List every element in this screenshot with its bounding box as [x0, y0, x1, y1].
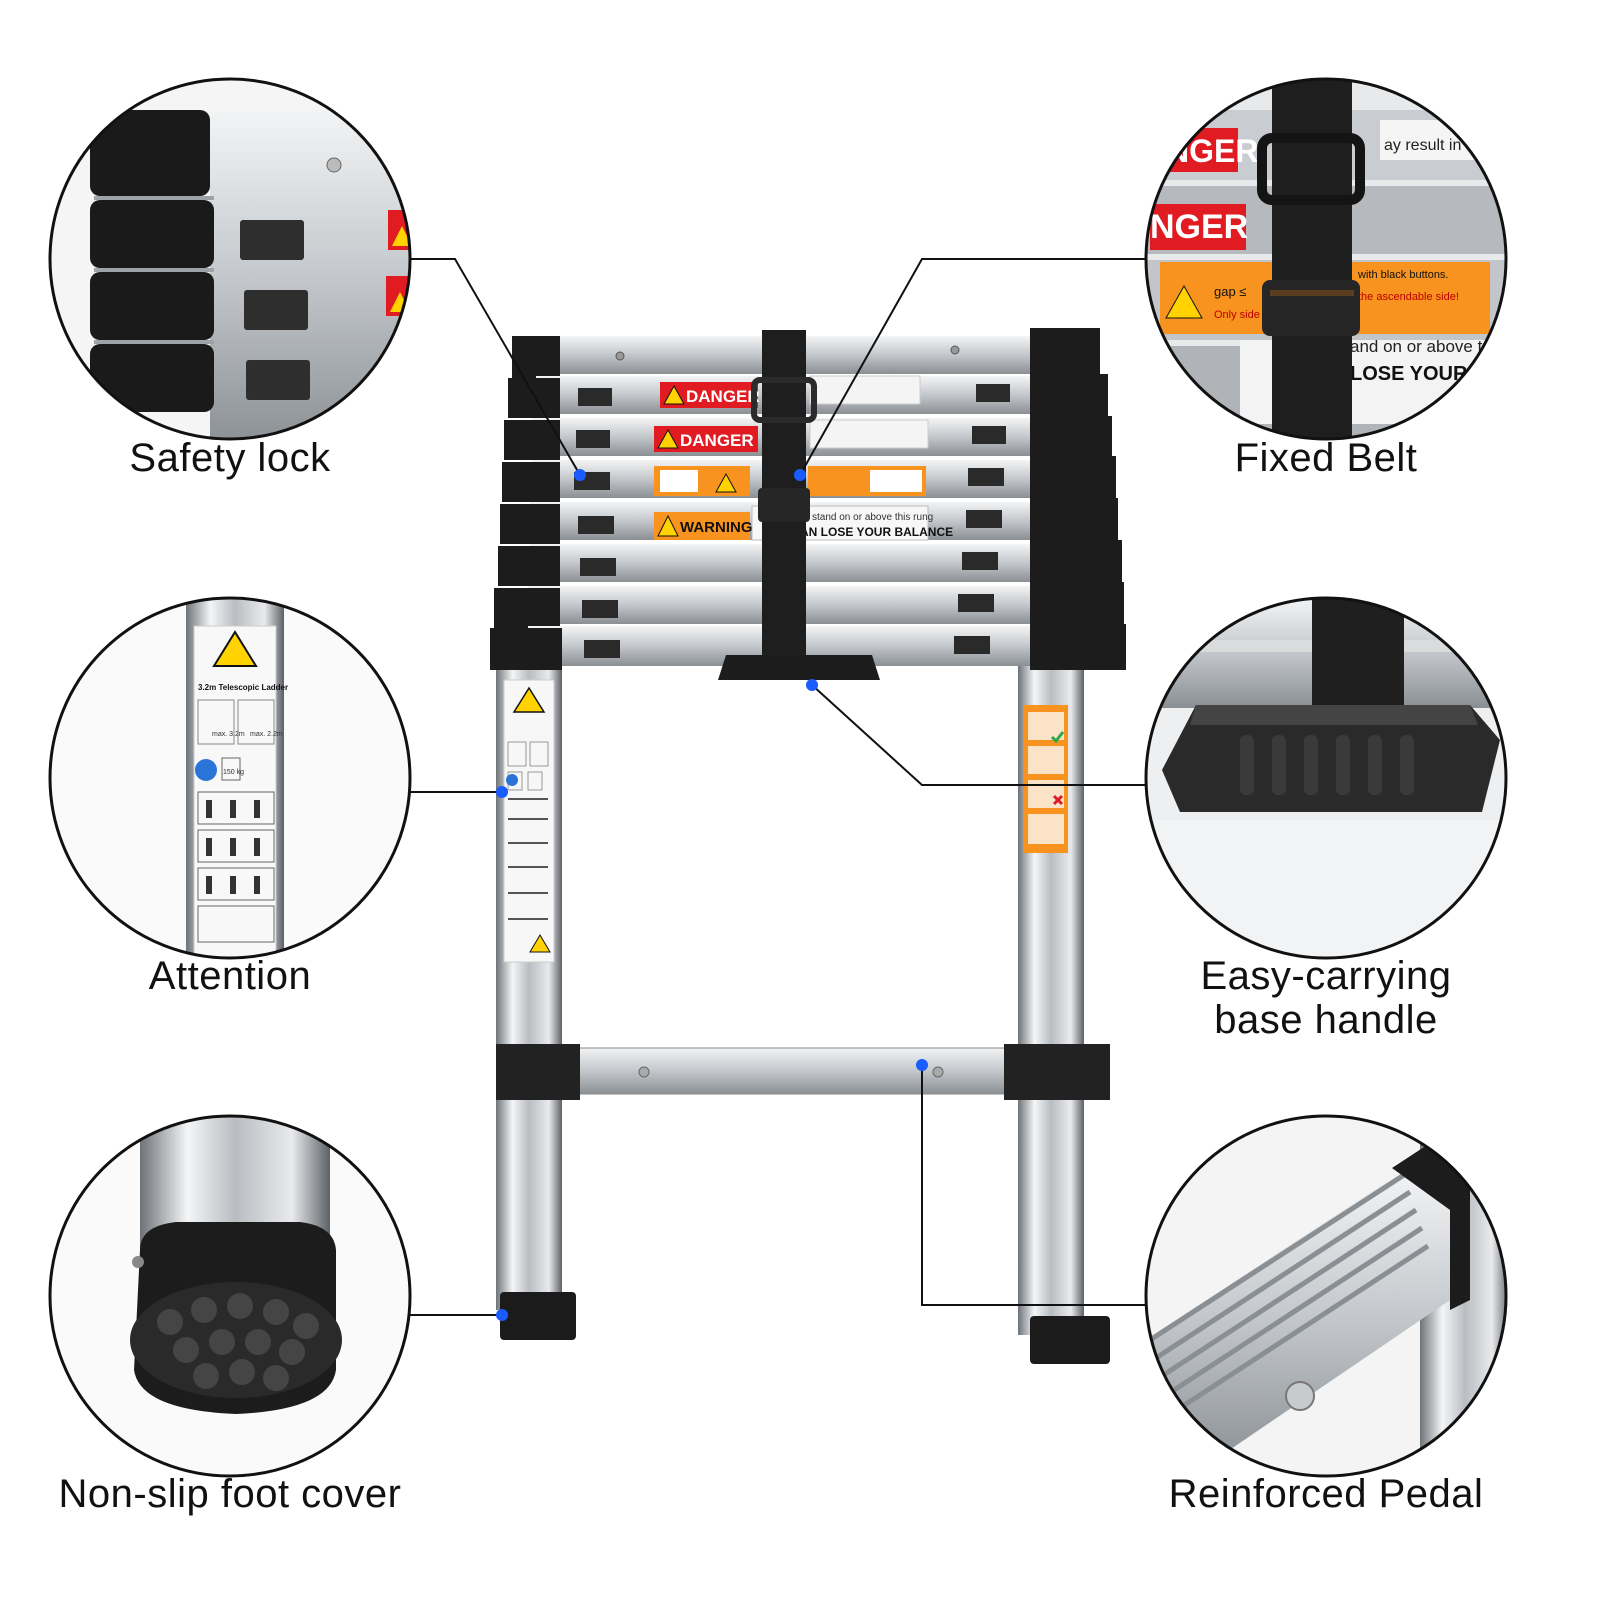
- label-attention: Attention: [148, 954, 312, 998]
- danger-label-1: DANGER: [686, 387, 760, 406]
- line-handle: [811, 684, 1146, 786]
- zoom-danger-1: NGER: [1166, 133, 1258, 169]
- label-easy-carry-line2: base handle: [1214, 998, 1438, 1042]
- zoom-max-a: max. 3.2m: [212, 731, 245, 738]
- label-fixed-belt: Fixed Belt: [1234, 436, 1418, 480]
- leader-lines: [410, 258, 1146, 1316]
- label-pedal: Reinforced Pedal: [1168, 1472, 1484, 1516]
- line-fixed-belt: [799, 258, 1146, 476]
- attention-sticker: [503, 679, 555, 963]
- line-safety-lock: [410, 258, 581, 476]
- danger-label-2: DANGER: [680, 431, 754, 450]
- zoom-pedal: [1144, 1114, 1508, 1478]
- zoom-weight: 150 kg: [223, 769, 244, 776]
- zoom-gap: gap ≤: [1214, 284, 1246, 299]
- zoom-result: ay result in: [1384, 137, 1461, 154]
- bottom-left-joint: [496, 1044, 580, 1100]
- zoom-safety-lock: [48, 77, 412, 441]
- label-safety-lock: Safety lock: [129, 436, 331, 480]
- zoom-ladder-name: 3.2m Telescopic Ladder: [198, 683, 288, 692]
- bottom-right-joint: [1004, 1044, 1110, 1100]
- zoom-fixed-belt: NGER NGER ay result in gap ≤ Only side w…: [1144, 77, 1508, 441]
- zoom-black: with black buttons.: [1357, 269, 1449, 281]
- marker-foot: [496, 1309, 508, 1321]
- label-easy-carry-line1: Easy-carrying: [1200, 954, 1452, 998]
- fixed-belt: [751, 330, 817, 660]
- zoom-danger-2: NGER: [1150, 208, 1248, 246]
- ladder: DANGER DANGER WARNING stand on or above …: [490, 328, 1126, 1364]
- zoom-foot: [48, 1114, 412, 1478]
- balance-label: YOU CAN LOSE YOUR BALANCE: [762, 525, 953, 539]
- zoom-only: Only side: [1214, 309, 1260, 321]
- zoom-side: the ascendable side!: [1358, 291, 1459, 303]
- label-easy-carry: Easy-carrying base handle: [1136, 954, 1516, 1042]
- zoom-max-b: max. 2.2m: [250, 731, 283, 738]
- zoom-stand: and on or above t: [1350, 337, 1483, 356]
- marker-pedal: [916, 1059, 928, 1071]
- line-pedal: [921, 1065, 1146, 1306]
- label-foot-cover: Non-slip foot cover: [58, 1472, 402, 1516]
- carry-handle: [718, 655, 880, 680]
- right-foot: [1030, 1316, 1110, 1364]
- left-foot: [500, 1292, 576, 1340]
- stand-on-label: stand on or above this rung: [812, 512, 933, 523]
- setup-sticker: [1024, 705, 1068, 853]
- markers: [496, 469, 928, 1321]
- zoom-lose: LOSE YOUR: [1350, 363, 1468, 385]
- marker-attention: [496, 786, 508, 798]
- warning-label: WARNING: [680, 519, 753, 536]
- bottom-rung: [539, 1047, 1041, 1095]
- marker-safety-lock: [574, 469, 586, 481]
- marker-fixed-belt: [794, 469, 806, 481]
- zoom-attention: 3.2m Telescopic Ladder max. 3.2m max. 2.…: [48, 596, 412, 960]
- zoom-handle: [1144, 596, 1508, 960]
- marker-handle: [806, 679, 818, 691]
